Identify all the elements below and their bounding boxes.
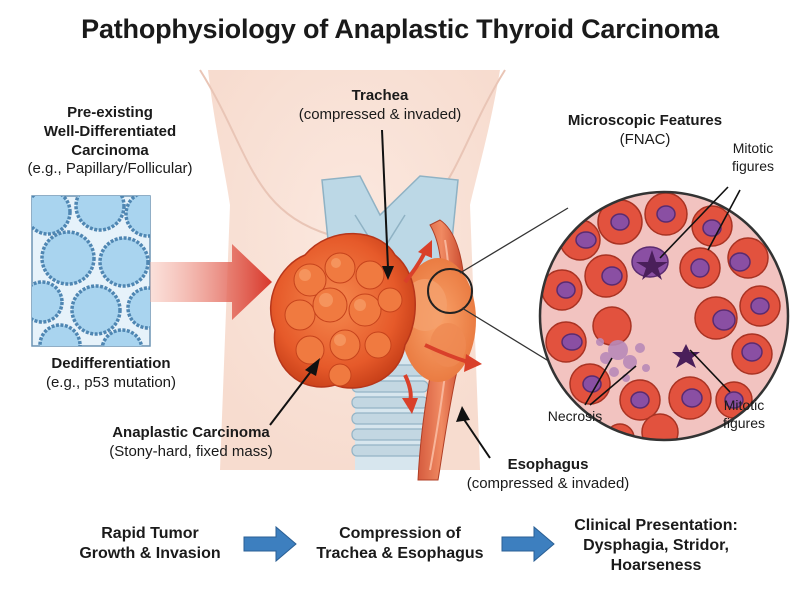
mitotic-bottom-label: Mitotic figures [703, 397, 785, 432]
dedifferentiation-example: (e.g., p53 mutation) [45, 373, 177, 391]
flow-step-3: Clinical Presentation: Dysphagia, Strido… [556, 516, 756, 576]
flow-step-3-line2: Dysphagia, Stridor, [583, 537, 729, 554]
zoom-connectors [459, 207, 569, 369]
anaplastic-title: Anaplastic Carcinoma [112, 424, 270, 441]
invasion-arrows [402, 240, 482, 414]
esophagus-title: Esophagus [507, 456, 589, 473]
flow-step-1-line2: Growth & Invasion [79, 545, 221, 562]
anaplastic-note: (Stony-hard, fixed mass) [109, 442, 273, 460]
microscopic-view [538, 190, 790, 442]
trachea-label: Trachea (compressed & invaded) [275, 87, 485, 125]
esophagus-note: (compressed & invaded) [466, 474, 630, 492]
microscopic-note: (FNAC) [619, 130, 671, 148]
flow-arrow-2 [501, 525, 555, 563]
flow-step-2-line2: Trachea & Esophagus [316, 545, 484, 562]
micro-pointer-lines [584, 186, 741, 406]
flow-step-3-line3: Hoarseness [610, 557, 702, 574]
mitotic-bottom-line2: figures [722, 414, 766, 431]
preexisting-example: (e.g., Papillary/Follicular) [27, 160, 193, 178]
flow-step-1-line1: Rapid Tumor [101, 525, 199, 542]
trachea-note: (compressed & invaded) [298, 105, 462, 123]
preexisting-label: Pre-existing Well-Differentiated Carcino… [10, 104, 210, 179]
microscopic-label: Microscopic Features (FNAC) [545, 112, 745, 150]
dedifferentiation-arrow [150, 244, 272, 320]
flow-step-3-line1: Clinical Presentation: [574, 517, 738, 534]
necrosis-text: Necrosis [547, 408, 603, 424]
microscopic-title: Microscopic Features [567, 112, 723, 129]
dedifferentiation-title: Dedifferentiation [51, 355, 171, 372]
follicle-histology-box [31, 195, 151, 347]
mitotic-top-label: Mitotic figures [712, 140, 794, 175]
pointer-lines [269, 129, 491, 459]
flow-step-1: Rapid Tumor Growth & Invasion [60, 524, 240, 564]
flow-arrows [243, 525, 555, 563]
mitotic-top-line2: figures [731, 157, 775, 174]
preexisting-line1: Pre-existing [67, 104, 153, 121]
page-title: Pathophysiology of Anaplastic Thyroid Ca… [81, 14, 719, 44]
tumor-mass [269, 232, 416, 389]
mitotic-top-line1: Mitotic [732, 140, 774, 156]
flow-step-2-line1: Compression of [339, 525, 461, 542]
preexisting-line3: Carcinoma [71, 141, 149, 159]
flow-arrow-1 [243, 525, 297, 563]
dedifferentiation-label: Dedifferentiation (e.g., p53 mutation) [16, 355, 206, 393]
necrosis-label: Necrosis [530, 408, 620, 426]
anaplastic-label: Anaplastic Carcinoma (Stony-hard, fixed … [80, 424, 302, 462]
flow-step-2: Compression of Trachea & Esophagus [300, 524, 500, 564]
esophagus-label: Esophagus (compressed & invaded) [443, 456, 653, 494]
preexisting-line2: Well-Differentiated [43, 122, 177, 140]
mitotic-bottom-line1: Mitotic [723, 397, 765, 413]
trachea-title: Trachea [351, 87, 409, 104]
